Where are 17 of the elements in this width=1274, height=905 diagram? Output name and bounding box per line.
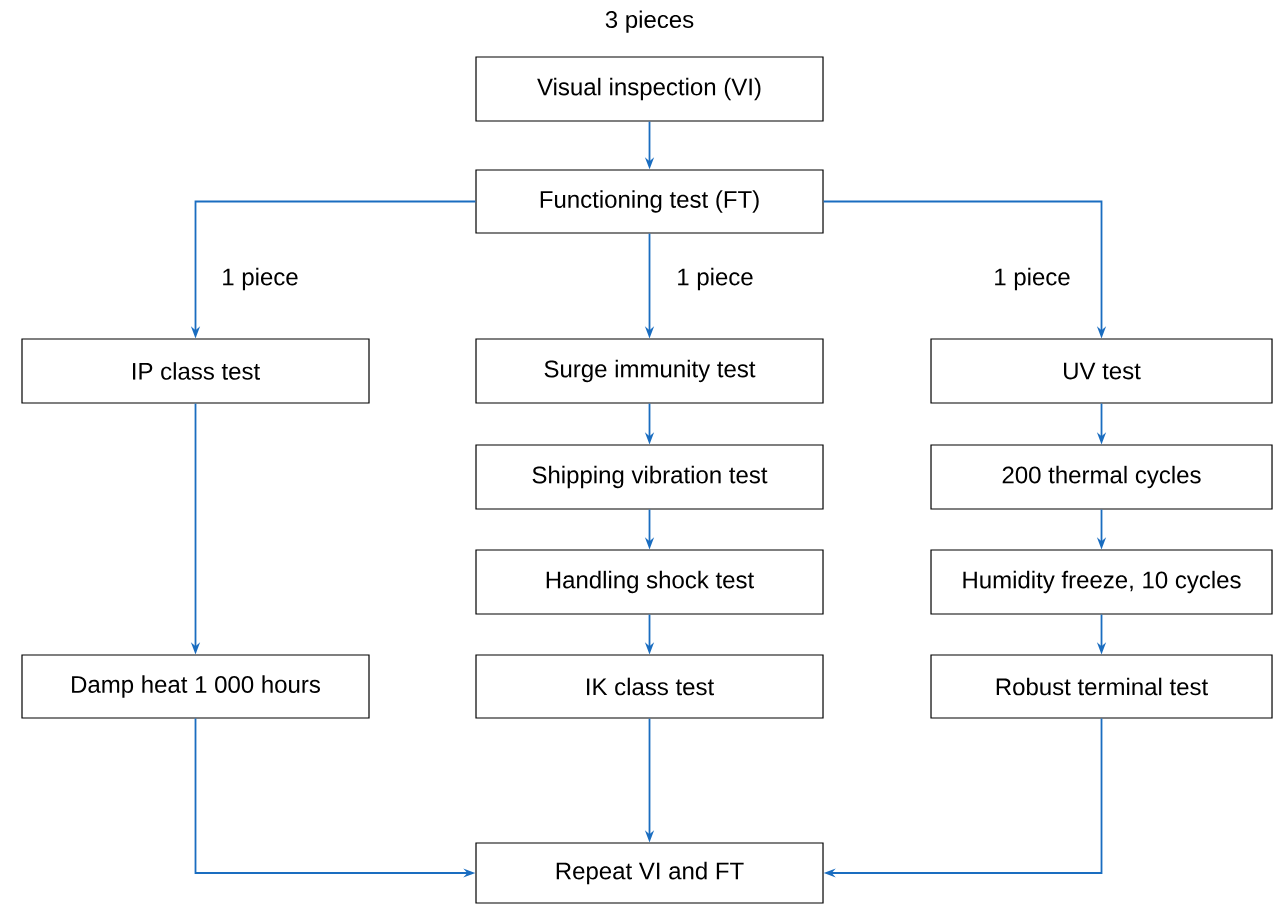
process-box: UV test xyxy=(930,338,1273,404)
process-box: Damp heat 1 000 hours xyxy=(21,654,370,719)
process-box: Shipping vibration test xyxy=(475,444,824,510)
process-box: Robust terminal test xyxy=(930,654,1273,719)
process-box: IK class test xyxy=(475,654,824,719)
edge-label: 1 piece xyxy=(678,267,753,291)
edge-label: 1 piece xyxy=(223,267,298,291)
process-box: Humidity freeze, 10 cycles xyxy=(930,549,1273,615)
process-box: Visual inspection (VI) xyxy=(475,56,824,122)
process-box: Repeat VI and FT xyxy=(475,842,824,904)
process-box: Functioning test (FT) xyxy=(475,169,824,234)
process-box: Surge immunity test xyxy=(475,338,824,404)
process-box: 200 thermal cycles xyxy=(930,444,1273,510)
quantity-label: 3 pieces xyxy=(605,10,694,33)
process-box: Handling shock test xyxy=(475,549,824,615)
process-box: IP class test xyxy=(21,338,370,404)
edge-label: 1 piece xyxy=(995,267,1070,291)
